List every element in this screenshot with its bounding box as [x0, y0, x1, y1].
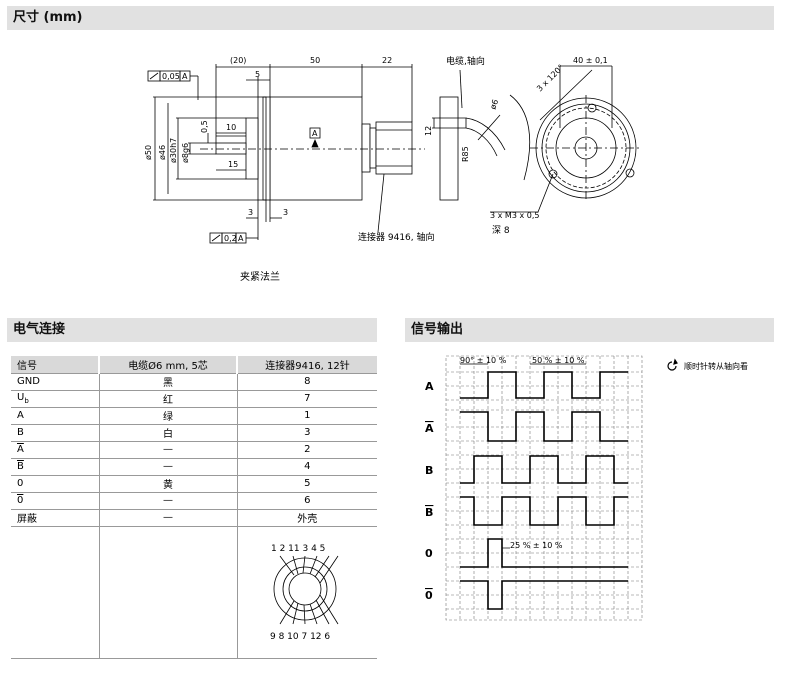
signal-cell: B — [11, 423, 99, 441]
angle-label: 3 x 120° — [535, 63, 566, 94]
pin-cell: 4 — [236, 457, 377, 475]
signal-label-a-bar: A — [425, 422, 434, 435]
pin-cell: 2 — [236, 440, 377, 458]
pin-cell: 5 — [236, 474, 377, 492]
pin-cell: 3 — [236, 423, 377, 441]
pin-cell: 1 — [236, 406, 377, 424]
signal-label-b-bar: B — [425, 506, 433, 519]
signal-label-b: B — [425, 464, 433, 477]
cable-cell: 黑 — [98, 372, 237, 390]
dim-5: 5 — [255, 70, 260, 79]
signal-cell: GND — [11, 372, 99, 390]
datum-top: A — [182, 72, 188, 81]
rotation-arrow-icon — [667, 358, 678, 371]
dim-3a: 3 — [248, 208, 253, 217]
flange-caption: 夹紧法兰 — [240, 270, 280, 283]
table-row: B 白 3 — [11, 423, 377, 441]
dim-50: 50 — [310, 56, 320, 65]
cable-cell: — — [98, 457, 237, 475]
cable-cell: 绿 — [98, 406, 237, 424]
connector-pinout-cell: 1 2 11 3 4 5 — [236, 525, 377, 659]
cable-cell: 黄 — [98, 474, 237, 492]
table-row: GND 黑 8 — [11, 372, 377, 390]
pins-top-label: 1 2 11 3 4 5 — [271, 544, 325, 554]
connector-pinout-diagram: 1 2 11 3 4 5 — [270, 544, 339, 642]
connector-label: 连接器 9416, 轴向 — [358, 231, 435, 243]
dim-22: 22 — [382, 56, 392, 65]
connector-diagram-row: 1 2 11 3 4 5 — [11, 525, 377, 659]
pin-cell: 6 — [236, 491, 377, 509]
signal-label-zero-bar: 0 — [425, 589, 433, 602]
index-annotation: 25 % ± 10 % — [510, 541, 563, 550]
waveform-zero — [460, 538, 628, 568]
dim-12: 12 — [424, 126, 433, 136]
signal-cell: 屏蔽 — [11, 508, 99, 526]
signal-cell: 0 — [11, 474, 99, 492]
table-row: 0 黄 5 — [11, 474, 377, 492]
pinout-table: 信号 电缆Ø6 mm, 5芯 连接器9416, 12针 GND 黑 8 Ub 红… — [11, 356, 377, 659]
radius-85: R85 — [461, 146, 470, 162]
pin-cell: 8 — [236, 372, 377, 390]
dim-0-5: 0,5 — [200, 120, 209, 133]
depth-label: 深 8 — [492, 225, 510, 236]
signal-cell: A — [11, 406, 99, 424]
table-row: A 绿 1 — [11, 406, 377, 424]
rotation-note: 顺时针转从轴向看 — [684, 361, 748, 371]
table-row: Ub 红 7 — [11, 389, 377, 407]
signal-cell: Ub — [11, 389, 99, 407]
cable-cell: 红 — [98, 389, 237, 407]
pin-cell: 外壳 — [236, 508, 377, 526]
signal-header: 信号输出 — [405, 318, 774, 342]
waveform-zero-bar — [460, 580, 628, 610]
tolerance-bottom: 0,2 — [224, 234, 237, 243]
waveform-b-bar — [460, 496, 628, 526]
signal-label-zero: 0 — [425, 547, 433, 560]
table-row: B — 4 — [11, 457, 377, 475]
signal-timing-diagram: 90° ± 10 % 50 % ± 10 % 25 % ± 10 % 顺时针转从… — [425, 355, 748, 621]
pin-cell: 7 — [236, 389, 377, 407]
waveform-a — [460, 371, 628, 399]
datum-bottom: A — [238, 234, 244, 243]
waveform-b — [460, 455, 628, 484]
cable-cell: — — [98, 491, 237, 509]
header-signal: 信号 — [11, 356, 99, 373]
waveform-a-bar — [460, 411, 628, 442]
dia-46: ø46 — [158, 145, 167, 160]
dia-6: ø6 — [488, 98, 500, 110]
dim-10: 10 — [226, 123, 236, 132]
cable-cell: 白 — [98, 423, 237, 441]
dim-3b: 3 — [283, 208, 288, 217]
table-row: 0 — 6 — [11, 491, 377, 509]
header-connector: 连接器9416, 12针 — [236, 356, 377, 373]
dim-40: 40 ± 0,1 — [573, 56, 608, 65]
cable-label: 电缆,轴向 — [446, 55, 485, 67]
electrical-header: 电气连接 — [7, 318, 377, 342]
signal-label-a: A — [425, 380, 434, 393]
table-row: 屏蔽 — 外壳 — [11, 508, 377, 526]
datum-body: A — [312, 129, 318, 138]
dia-50: ø50 — [144, 145, 153, 160]
dia-30: ø30h7 — [169, 138, 178, 163]
table-row: A — 2 — [11, 440, 377, 458]
pins-bottom-label: 9 8 10 7 12 6 — [270, 632, 330, 642]
dimensions-header: 尺寸 (mm) — [7, 6, 774, 30]
dimension-drawing: (20) 50 22 5 10 15 0,5 3 3 12 ø50 ø46 ø3… — [144, 55, 640, 283]
cable-cell: — — [98, 508, 237, 526]
header-cable: 电缆Ø6 mm, 5芯 — [98, 356, 237, 373]
signal-cell: 0 — [11, 491, 99, 509]
dim-15: 15 — [228, 160, 238, 169]
tolerance-top: 0,05 — [162, 72, 180, 81]
signal-cell: B — [11, 457, 99, 475]
duty-annotation: 50 % ± 10 % — [532, 356, 585, 365]
cable-cell: — — [98, 440, 237, 458]
dia-8: ø8g6 — [181, 143, 190, 163]
dim-20: (20) — [230, 56, 246, 65]
signal-cell: A — [11, 440, 99, 458]
phase-annotation: 90° ± 10 % — [460, 356, 507, 365]
thread-label: 3 x M3 x 0,5 — [490, 211, 539, 220]
